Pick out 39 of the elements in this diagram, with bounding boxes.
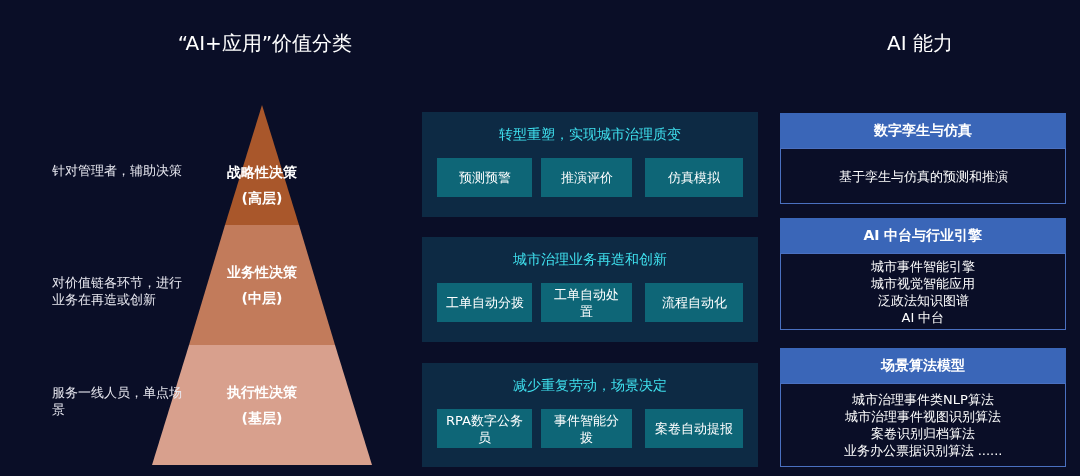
task-box: 推演评价 [541, 158, 632, 197]
task-box: 案卷自动提报 [645, 409, 743, 448]
panel-title: 城市治理业务再造和创新 [512, 251, 668, 269]
task-box: 预测预警 [437, 158, 532, 197]
panel-title: 转型重塑，实现城市治理质变 [498, 126, 682, 144]
layer-label: (基层) [241, 409, 283, 428]
card-text: 案卷识别归档算法 [871, 425, 975, 442]
task-box: 流程自动化 [645, 283, 743, 322]
layer-label: (中层) [241, 289, 283, 308]
layer-label: 执行性决策 [227, 383, 297, 402]
card-text: 城市治理事件类NLP算法 [852, 391, 994, 408]
card-header: 场景算法模型 [780, 348, 1066, 383]
card-header: 数字孪生与仿真 [780, 113, 1066, 148]
card-text: 城市事件智能引擎 [871, 257, 975, 275]
column-heading: “AI+应用”价值分类 [176, 30, 354, 57]
panel-title: 减少重复劳动，场景决定 [512, 377, 668, 395]
layer-label: (高层) [241, 189, 283, 208]
card-text: 业务办公票据识别算法 ...... [843, 442, 1003, 459]
pyramid-layer [189, 225, 335, 345]
column-heading: AI 能力 [886, 30, 954, 57]
task-box: 工单自动分拨 [437, 283, 532, 322]
task-box: 工单自动处置 [541, 283, 632, 322]
card-header: AI 中台与行业引擎 [780, 218, 1066, 253]
panel-background [422, 237, 758, 342]
description-text: 对价值链各环节，进行业务在再造或创新 [52, 274, 183, 308]
panel-background [422, 363, 758, 467]
panel-background [422, 112, 758, 217]
card-text: 城市视觉智能应用 [871, 274, 975, 292]
task-box: RPA数字公务员 [437, 409, 532, 448]
layer-label: 业务性决策 [227, 263, 297, 282]
card-text: 基于孪生与仿真的预测和推演 [838, 167, 1008, 185]
card-text: AI 中台 [901, 308, 945, 326]
task-box: 仿真模拟 [645, 158, 743, 197]
card-text: 泛政法知识图谱 [877, 291, 969, 309]
task-box: 事件智能分拨 [541, 409, 632, 448]
pyramid-layer [225, 105, 299, 225]
layer-label: 战略性决策 [227, 163, 297, 182]
description-text: 针对管理者，辅助决策 [52, 162, 183, 179]
card-text: 城市治理事件视图识别算法 [845, 408, 1001, 425]
